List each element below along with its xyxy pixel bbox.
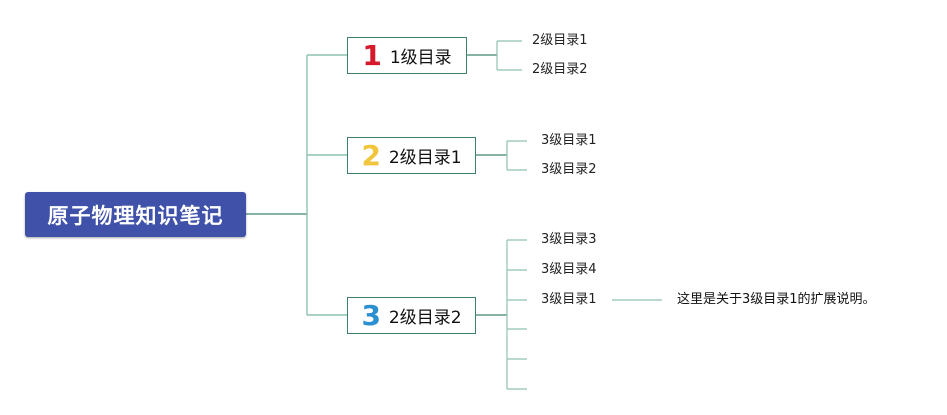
subtopic-b1-1[interactable]: 2级目录1	[532, 33, 588, 48]
subtopic-b3-3[interactable]: 3级目录1	[541, 292, 597, 307]
root-topic[interactable]: 原子物理知识笔记	[25, 192, 246, 237]
branch-topic-1-label: 1级目录	[389, 48, 452, 68]
subtopic-b3-1[interactable]: 3级目录3	[541, 232, 597, 247]
branch-topic-1[interactable]: 1 1级目录	[347, 37, 467, 74]
root-topic-label: 原子物理知识笔记	[47, 203, 224, 228]
number-1-icon: 1	[362, 38, 382, 72]
subtopic-b2-2[interactable]: 3级目录2	[541, 162, 597, 177]
number-2-icon: 2	[361, 138, 381, 172]
branch-topic-2-label: 2级目录1	[388, 148, 462, 168]
subtopic-b2-1[interactable]: 3级目录1	[541, 133, 597, 148]
branch-topic-3[interactable]: 3 2级目录2	[347, 297, 476, 334]
subtopic-b3-2[interactable]: 3级目录4	[541, 262, 597, 277]
subtopic-b1-2[interactable]: 2级目录2	[532, 62, 588, 77]
branch-topic-3-label: 2级目录2	[388, 308, 462, 328]
branch-topic-2[interactable]: 2 2级目录1	[347, 137, 476, 174]
number-3-icon: 3	[361, 298, 381, 332]
subtopic-note[interactable]: 这里是关于3级目录1的扩展说明。	[677, 292, 876, 307]
